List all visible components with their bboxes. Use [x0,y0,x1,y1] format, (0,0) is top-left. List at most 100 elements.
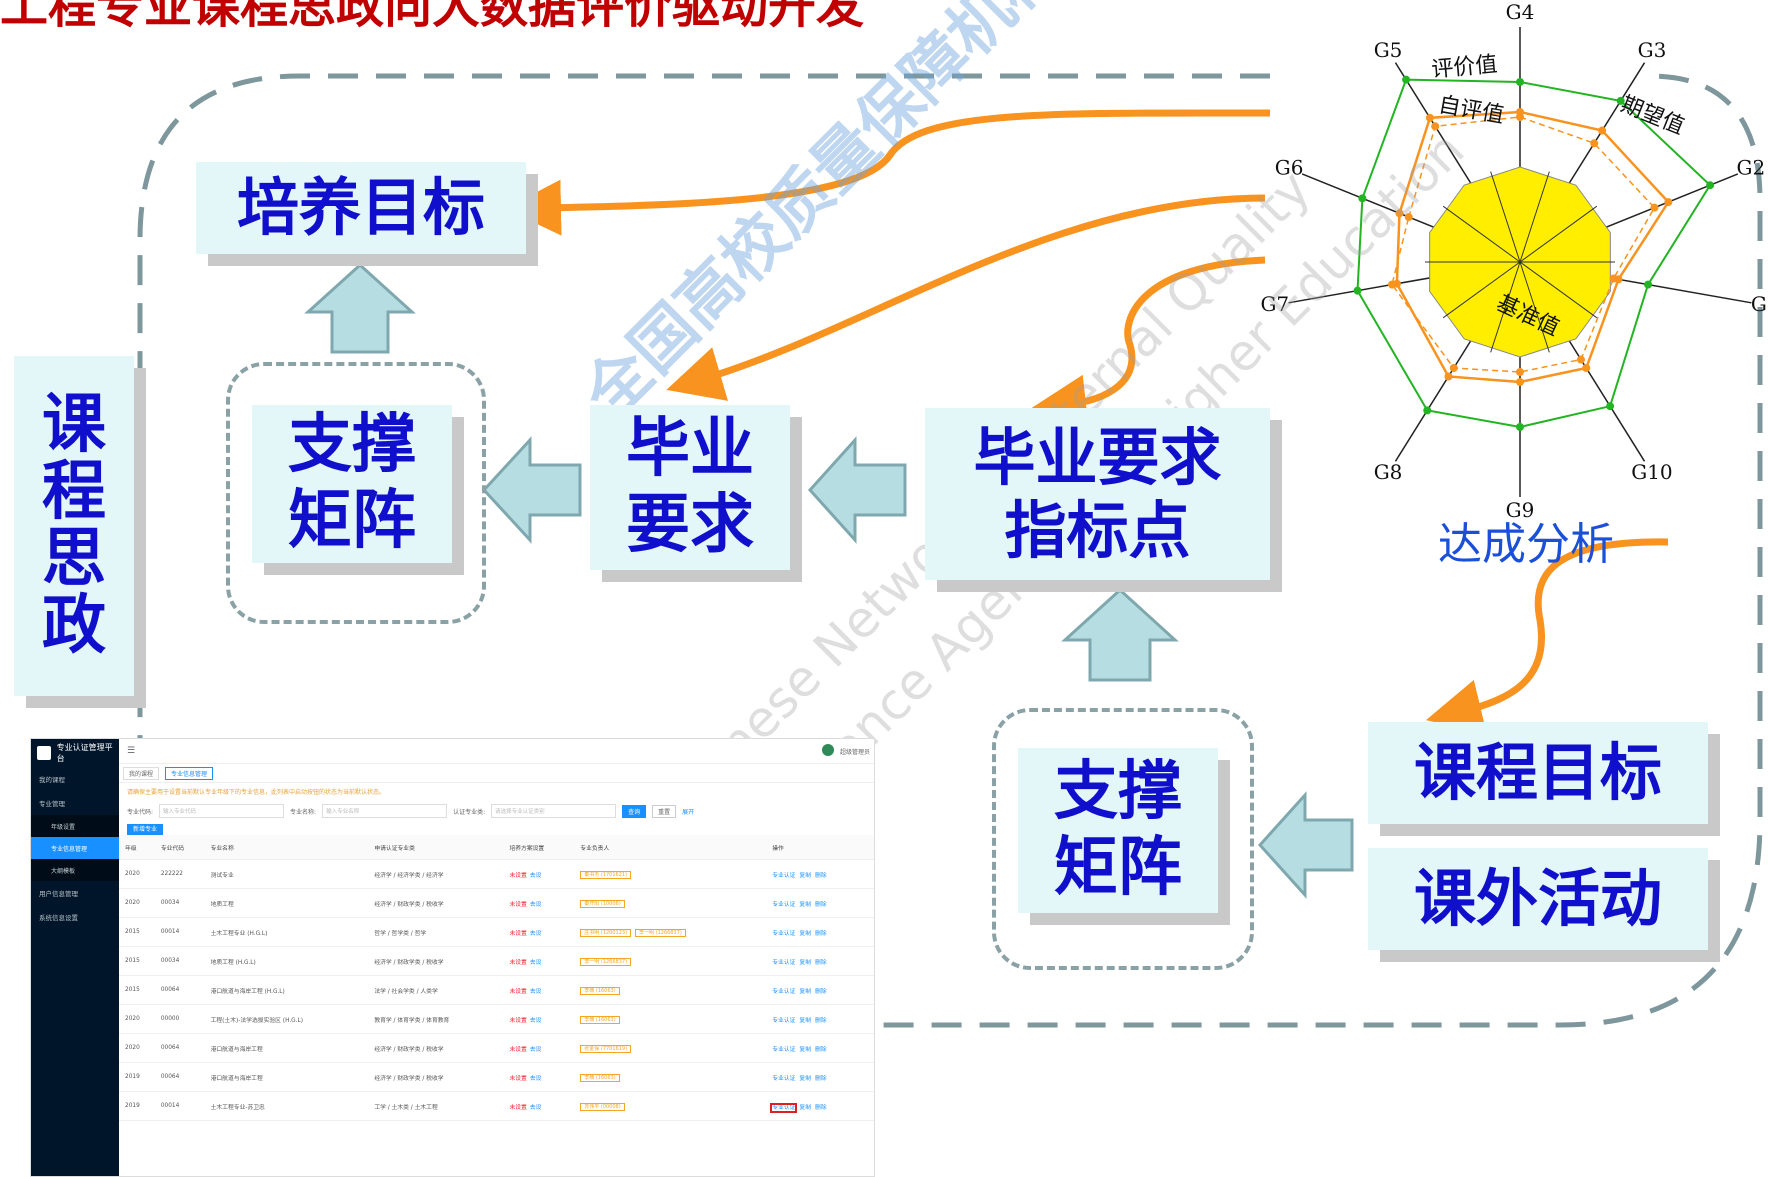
copy-link[interactable]: 复制 [799,988,812,995]
copy-link[interactable]: 复制 [799,901,812,908]
filter-name-input[interactable]: 输入专业名称 [322,804,448,818]
table-cell: 秦书杰 (1701621) [574,859,767,889]
copy-link[interactable]: 复制 [799,959,812,966]
delete-link[interactable]: 删除 [815,872,827,879]
column-header[interactable]: 年级 [119,835,155,860]
radar-point [1616,96,1625,105]
sidebar-item-grade[interactable]: 年级设置 [31,815,119,837]
delete-link[interactable]: 删除 [815,1104,827,1111]
tab-my-courses[interactable]: 我的课程 [123,766,160,780]
certify-link[interactable]: 专业认证 [772,1075,796,1082]
setup-link[interactable]: 去设 [529,930,542,937]
cell-text: 经济学 / 财政学类 / 税收学 [374,1046,444,1053]
node-training-goal: 培养目标 [196,162,526,254]
screenshot-notice: 请确保主要用于设置当前默认专业年级下的专业信息，此列表中启动按钮的状态为当前默认… [127,789,386,796]
certify-link[interactable]: 专业认证 [772,901,796,908]
delete-link[interactable]: 删除 [815,988,827,995]
delete-link[interactable]: 删除 [815,1046,827,1053]
reset-button[interactable]: 重置 [652,804,677,818]
copy-link[interactable]: 复制 [799,1046,812,1053]
copy-link[interactable]: 复制 [799,872,812,879]
setup-link[interactable]: 去设 [529,1017,542,1024]
cell-text: 00064 [160,1045,180,1051]
table-cell: 哲学 / 哲学类 / 哲学 [368,917,504,947]
node-graduation-requirement-line: 要求 [626,487,754,562]
delete-link[interactable]: 删除 [815,1017,827,1024]
table-cell: 2015 [119,946,155,976]
radar-inner-spoke [1490,261,1521,353]
setup-link[interactable]: 去设 [529,959,542,966]
sidebar-item-outline[interactable]: 大纲模板 [31,859,119,881]
cell-text: 哲学 / 哲学类 / 哲学 [374,930,427,937]
filter-code-input[interactable]: 输入专业代码 [159,804,285,818]
certify-link[interactable]: 专业认证 [772,1017,796,1024]
setup-link[interactable]: 去设 [529,872,542,879]
node-support-matrix-top-line: 支撑 [288,408,416,483]
delete-link[interactable]: 删除 [815,901,827,908]
table-cell: 苏伟平 (00008) [574,1091,767,1121]
table-cell: 00014 [154,917,205,947]
user-name[interactable]: 超级管理员 [839,749,870,756]
certify-link[interactable]: 专业认证 [772,1046,796,1053]
table-cell: 地质工程 (H.G.L) [204,946,369,976]
certify-link[interactable]: 专业认证 [772,959,796,966]
certify-link[interactable]: 专业认证 [772,872,796,879]
copy-link[interactable]: 复制 [799,1017,812,1024]
table-cell: 未设置去设 [503,859,575,889]
sidebar-item-users[interactable]: 用户信息管理 [39,890,78,898]
copy-link[interactable]: 复制 [799,1104,812,1111]
cell-text: 00034 [160,958,180,964]
query-button[interactable]: 查询 [622,804,647,818]
certify-link[interactable]: 专业认证 [770,1102,798,1113]
add-major-button[interactable]: 新增专业 [127,824,164,835]
status-text: 未设置 [509,959,527,966]
cell-text: 00034 [160,900,180,906]
menu-toggle-icon[interactable]: ☰ [127,746,136,756]
radar-inner-spoke [1519,171,1550,263]
status-text: 未设置 [509,901,527,908]
sidebar-item-major-info[interactable]: 专业信息管理 [31,837,119,859]
radar-point [1706,181,1715,190]
embedded-screenshot: 专业认证管理平台 我的课程 专业管理 年级设置 专业信息管理 大纲模板 用户信息… [30,738,875,1177]
tab-major-info[interactable]: 专业信息管理 [165,766,214,780]
support-matrix-bottom-frame [992,708,1254,970]
certify-link[interactable]: 专业认证 [772,930,796,937]
radar-point [1444,372,1453,381]
setup-link[interactable]: 去设 [529,988,542,995]
table-cell: 港口航道与海岸工程 [204,1062,369,1092]
block-arrow-left-1 [481,436,582,544]
certify-link[interactable]: 专业认证 [772,988,796,995]
setup-link[interactable]: 去设 [529,1046,542,1053]
setup-link[interactable]: 去设 [529,901,542,908]
radar-point [1582,364,1591,373]
cell-text: 00014 [160,1103,180,1109]
sidebar-item-system[interactable]: 系统信息设置 [39,914,78,922]
radar-axis-label: G8 [1374,460,1403,484]
cell-text: 经济学 / 财政学类 / 税收学 [374,1075,444,1082]
table-cell: 教育学 / 体育学类 / 体育教育 [368,1004,504,1034]
node-course-ideology-char: 思 [42,522,106,596]
copy-link[interactable]: 复制 [799,1075,812,1082]
expand-link[interactable]: 展开 [682,808,695,816]
setup-link[interactable]: 去设 [529,1104,542,1111]
radar-axis-label: G1 [1751,292,1768,316]
delete-link[interactable]: 删除 [815,1075,827,1082]
radar-label-expected: 期望值 [1617,92,1688,140]
user-avatar[interactable] [822,744,834,756]
sidebar-item-major-mgmt[interactable]: 专业管理 [39,800,65,808]
arrow-eval-to-peiyang [505,109,1271,236]
cell-text: 港口航道与海岸工程 [210,1046,263,1053]
delete-link[interactable]: 删除 [815,959,827,966]
radar-point [1516,113,1524,121]
radar-point [1606,402,1615,411]
filter-cert-select[interactable]: 请选择专业认证类别 [491,804,617,818]
radar-point [1449,364,1458,373]
delete-link[interactable]: 删除 [815,930,827,937]
screenshot-app-header: 专业认证管理平台 [31,739,119,767]
setup-link[interactable]: 去设 [529,1075,542,1082]
copy-link[interactable]: 复制 [799,930,812,937]
sidebar-item-my-courses[interactable]: 我的课程 [39,776,65,784]
